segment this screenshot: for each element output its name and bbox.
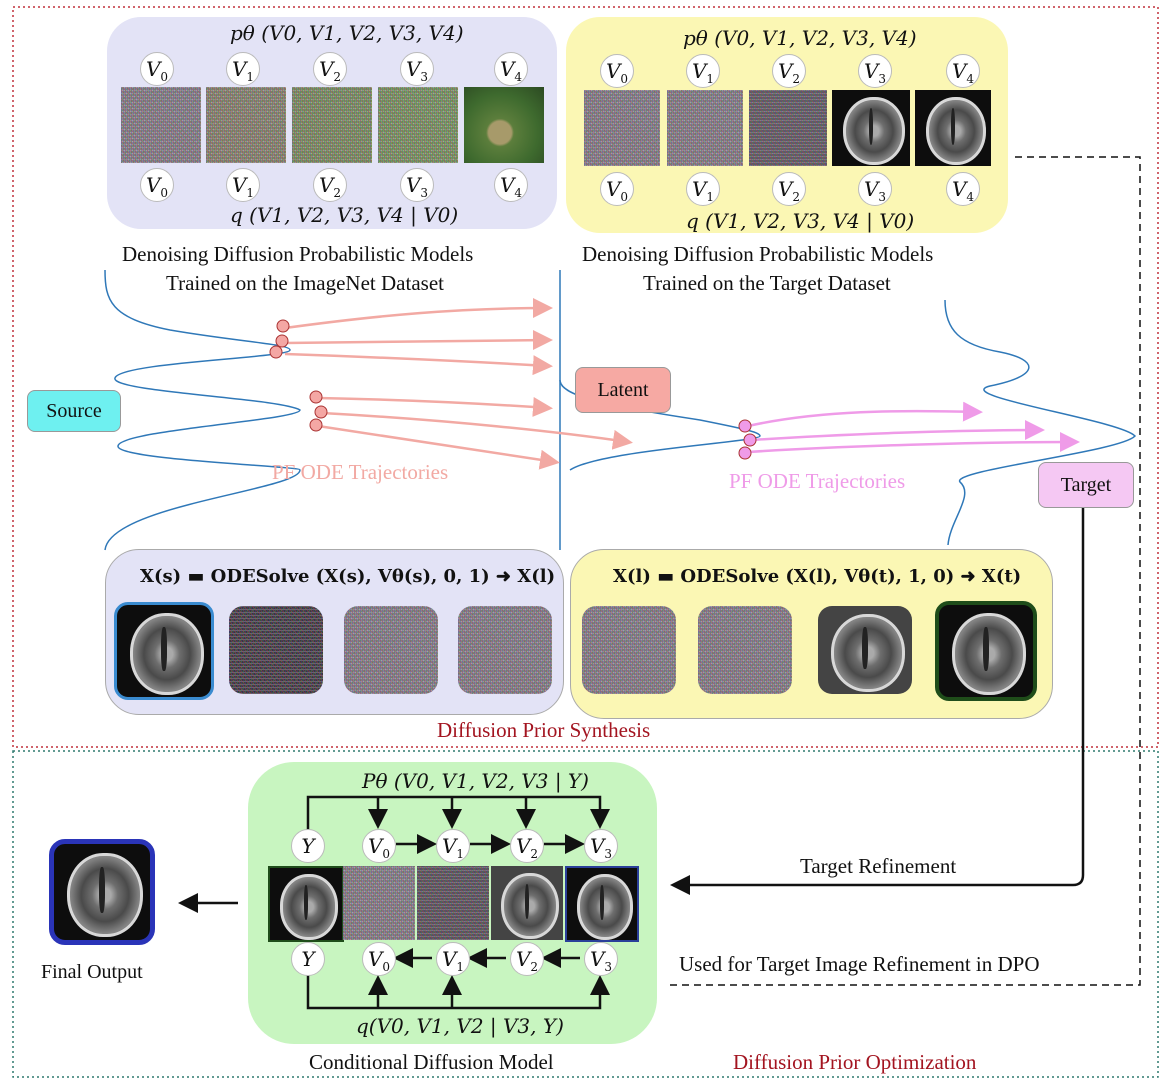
forward-ode-equation: X(s) ▬ ODESolve (X(s), Vθ(s), 0, 1) ➜ X(… bbox=[140, 566, 556, 587]
cond-brain-image-2 bbox=[565, 866, 639, 942]
source-tag: Source bbox=[27, 390, 121, 432]
forward-noise-image-2 bbox=[344, 606, 438, 694]
imagenet-acorn-image bbox=[464, 87, 544, 163]
imagenet-caption-1: Denoising Diffusion Probabilistic Models bbox=[122, 242, 474, 266]
cond-node-v0-bottom: V0 bbox=[362, 942, 396, 976]
cond-node-v2-bottom: V2 bbox=[510, 942, 544, 976]
target-brain-output bbox=[935, 601, 1037, 701]
target-node-v0: V0 bbox=[600, 54, 634, 88]
imagenet-node-v2: V2 bbox=[313, 52, 347, 86]
conditional-posterior-label: q(V0, V1, V2 | V3, Y) bbox=[356, 1014, 564, 1038]
target-posterior-label: q (V1, V2, V3, V4 | V0) bbox=[686, 209, 915, 233]
target-node-v2-bottom: V2 bbox=[772, 172, 806, 206]
imagenet-posterior-label: q (V1, V2, V3, V4 | V0) bbox=[230, 203, 459, 227]
target-noise-image-1 bbox=[584, 90, 660, 166]
target-caption-2: Trained on the Target Dataset bbox=[643, 271, 891, 295]
target-tag: Target bbox=[1038, 462, 1134, 508]
target-refinement-label: Target Refinement bbox=[800, 854, 957, 878]
cond-node-v1-bottom: V1 bbox=[436, 942, 470, 976]
target-node-v1: V1 bbox=[686, 54, 720, 88]
pf-ode-label-left: PF ODE Trajectories bbox=[272, 460, 449, 484]
imagenet-node-v3: V3 bbox=[400, 52, 434, 86]
imagenet-noise-image-3 bbox=[292, 87, 372, 163]
forward-noise-image-1 bbox=[229, 606, 323, 694]
target-noise-image-3 bbox=[749, 90, 827, 166]
cond-node-y-bottom: Y bbox=[291, 942, 325, 976]
reverse-brain-image-1 bbox=[818, 606, 912, 694]
source-brain-image bbox=[114, 602, 214, 700]
final-output-image bbox=[49, 839, 155, 945]
cond-brain-image-1 bbox=[491, 866, 563, 940]
target-noise-image-2 bbox=[667, 90, 743, 166]
target-brain-image-2 bbox=[915, 90, 991, 166]
pf-ode-arrow-9 bbox=[747, 432, 1080, 454]
conditional-caption: Conditional Diffusion Model bbox=[309, 1050, 554, 1074]
pf-ode-arrow-5 bbox=[321, 411, 633, 450]
cond-node-y-top: Y bbox=[291, 829, 325, 863]
imagenet-node-v1-bottom: V1 bbox=[226, 168, 260, 202]
dpo-usage-label: Used for Target Image Refinement in DPO bbox=[679, 952, 1040, 976]
imagenet-noise-image-2 bbox=[206, 87, 286, 163]
imagenet-node-v2-bottom: V2 bbox=[313, 168, 347, 202]
target-distribution-curve bbox=[944, 299, 1137, 546]
cond-node-v0-top: V0 bbox=[362, 829, 396, 863]
cond-noise-image-1 bbox=[343, 866, 415, 940]
target-refinement-arrow bbox=[670, 507, 1085, 895]
reverse-ode-equation: X(l) ▬ ODESolve (X(l), Vθ(t), 1, 0) ➜ X(… bbox=[613, 566, 1022, 587]
latent-tag: Latent bbox=[575, 367, 671, 413]
pf-ode-arrow-3 bbox=[284, 352, 553, 376]
imagenet-node-v4: V4 bbox=[494, 52, 528, 86]
target-node-v3: V3 bbox=[858, 54, 892, 88]
pf-ode-arrow-6 bbox=[317, 424, 560, 470]
imagenet-noise-image-4 bbox=[378, 87, 458, 163]
imagenet-node-v4-bottom: V4 bbox=[494, 168, 528, 202]
pf-ode-arrow-7 bbox=[747, 401, 983, 428]
cond-condition-image bbox=[268, 866, 344, 942]
target-node-v4: V4 bbox=[946, 54, 980, 88]
cond-node-v1-top: V1 bbox=[436, 829, 470, 863]
conditional-joint-label: Pθ (V0, V1, V2, V3 | Y) bbox=[362, 769, 589, 793]
target-node-v1-bottom: V1 bbox=[686, 172, 720, 206]
cond-noise-image-2 bbox=[417, 866, 489, 940]
imagenet-caption-2: Trained on the ImageNet Dataset bbox=[166, 271, 444, 295]
target-node-v2: V2 bbox=[772, 54, 806, 88]
pf-ode-arrow-4 bbox=[317, 396, 553, 417]
reverse-noise-image-1 bbox=[582, 606, 676, 694]
target-caption-1: Denoising Diffusion Probabilistic Models bbox=[582, 242, 934, 266]
optimization-section-title: Diffusion Prior Optimization bbox=[733, 1050, 977, 1074]
cond-node-v3-bottom: V3 bbox=[584, 942, 618, 976]
target-joint-label: pθ (V0, V1, V2, V3, V4) bbox=[683, 26, 917, 50]
target-node-v0-bottom: V0 bbox=[600, 172, 634, 206]
reverse-noise-image-2 bbox=[698, 606, 792, 694]
imagenet-noise-image-1 bbox=[121, 87, 201, 163]
cond-node-v3-top: V3 bbox=[584, 829, 618, 863]
dashed-connector bbox=[665, 156, 1141, 986]
synthesis-section-title: Diffusion Prior Synthesis bbox=[437, 718, 651, 742]
pf-ode-label-right: PF ODE Trajectories bbox=[729, 469, 906, 493]
pf-ode-arrow-2 bbox=[284, 330, 553, 351]
synthesis-border bbox=[12, 6, 1159, 748]
imagenet-joint-label: pθ (V0, V1, V2, V3, V4) bbox=[230, 21, 464, 45]
source-distribution-curve bbox=[104, 269, 301, 551]
target-brain-image-1 bbox=[832, 90, 910, 166]
imagenet-node-v0: V0 bbox=[140, 52, 174, 86]
forward-noise-image-3 bbox=[458, 606, 552, 694]
pf-ode-arrow-8 bbox=[751, 420, 1045, 442]
cond-node-v2-top: V2 bbox=[510, 829, 544, 863]
imagenet-node-v3-bottom: V3 bbox=[400, 168, 434, 202]
imagenet-node-v1: V1 bbox=[226, 52, 260, 86]
target-node-v3-bottom: V3 bbox=[858, 172, 892, 206]
target-node-v4-bottom: V4 bbox=[946, 172, 980, 206]
final-output-label: Final Output bbox=[41, 961, 143, 983]
imagenet-node-v0-bottom: V0 bbox=[140, 168, 174, 202]
pf-ode-arrow-1 bbox=[284, 298, 553, 330]
